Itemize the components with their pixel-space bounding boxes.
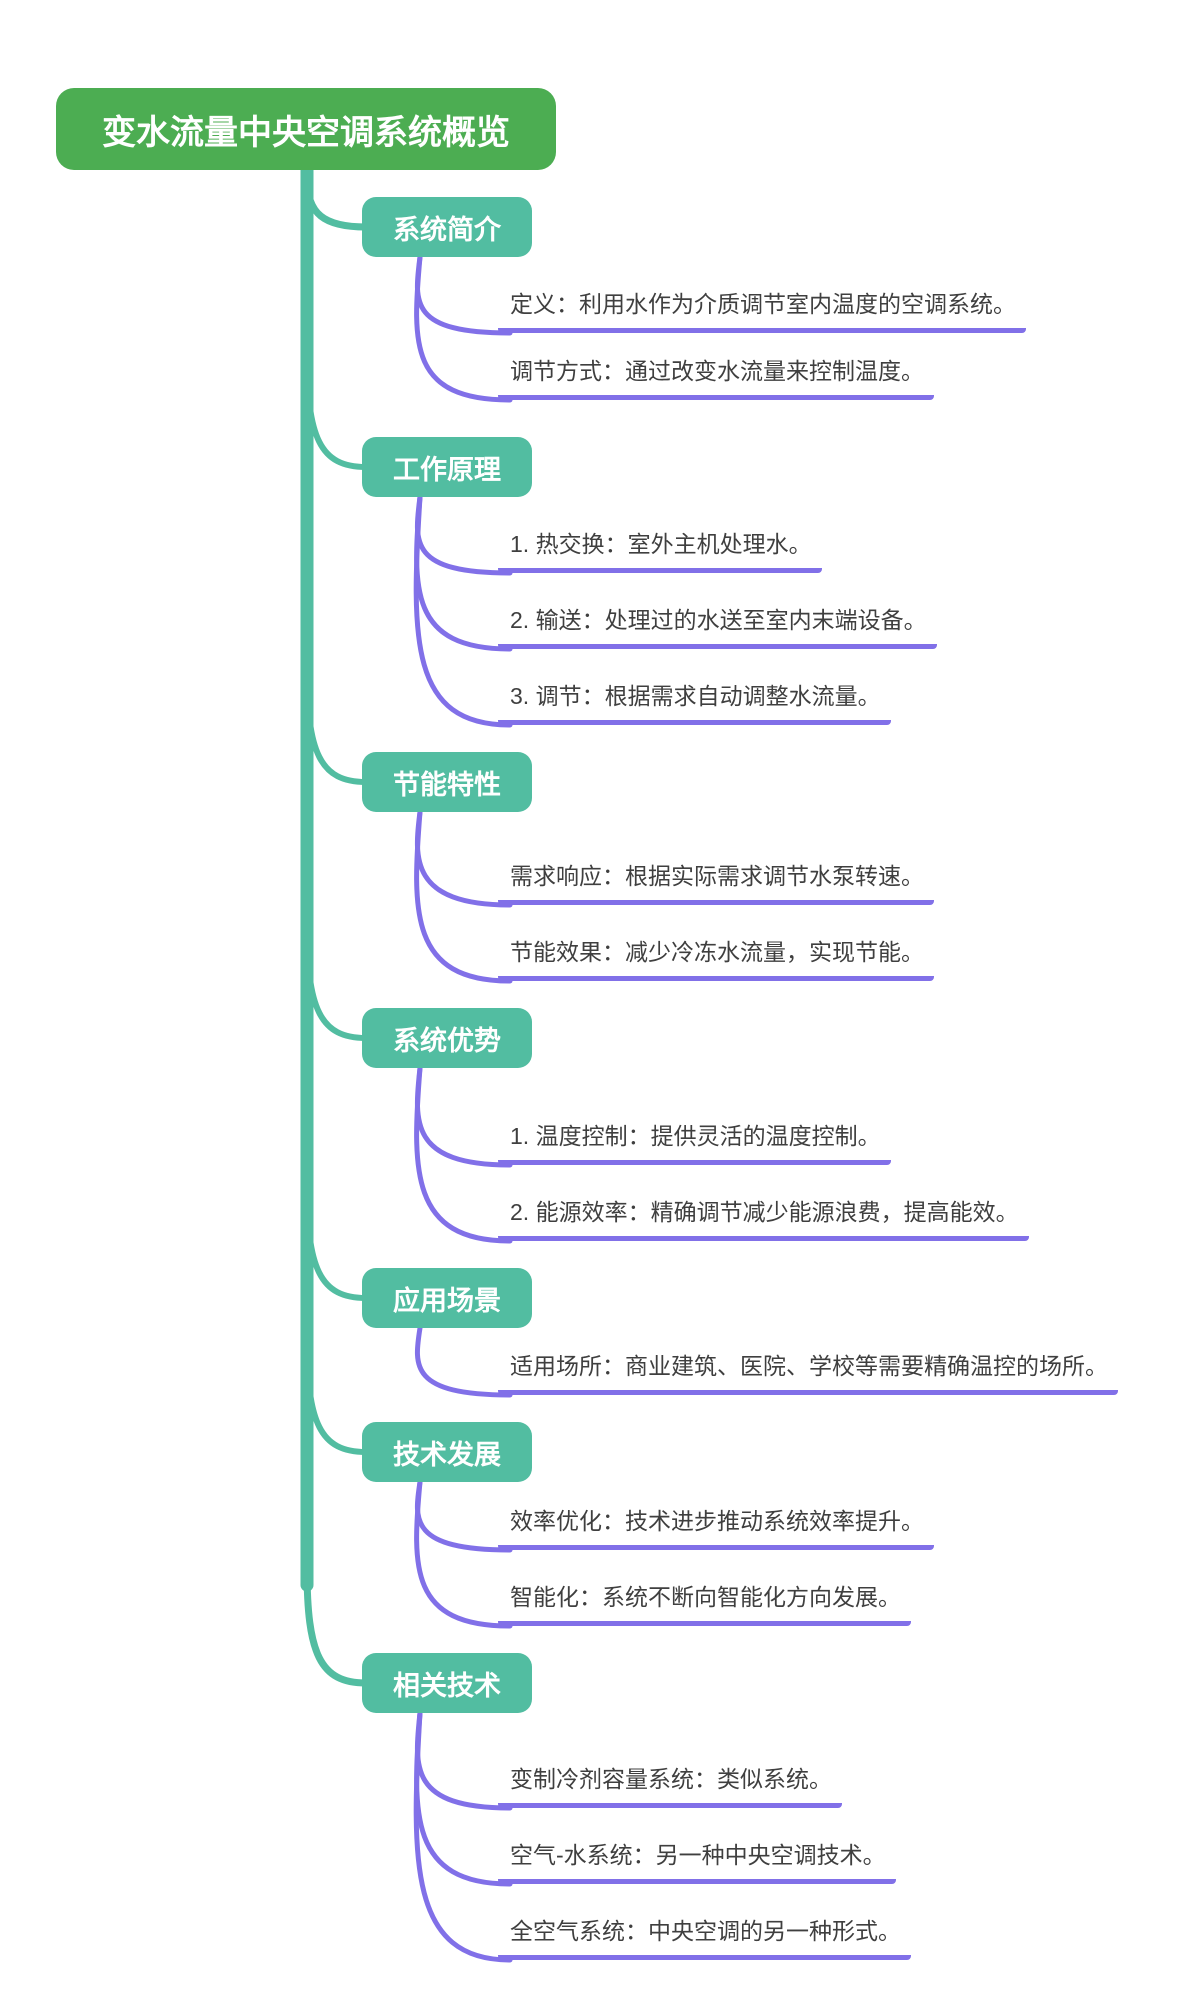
branch-connector-3 — [304, 664, 369, 785]
leaf-connector-4-2 — [414, 1065, 513, 1244]
root-node[interactable]: 变水流量中央空调系统概览 — [56, 88, 556, 170]
leaf-node[interactable]: 适用场所：商业建筑、医院、学校等需要精确温控的场所。 — [498, 1350, 1118, 1395]
leaf-connector-1-2 — [414, 254, 513, 403]
leaf-node[interactable]: 调节方式：通过改变水流量来控制温度。 — [498, 355, 934, 400]
leaf-connector-7-2 — [414, 1710, 513, 1887]
leaf-connector-3-2 — [414, 809, 513, 984]
leaf-connector-3-1 — [414, 809, 513, 908]
branch-node-energy-saving[interactable]: 节能特性 — [362, 752, 532, 812]
leaf-connector-2-1 — [414, 494, 513, 576]
leaf-connector-7-3 — [413, 1710, 513, 1963]
leaf-node[interactable]: 空气-水系统：另一种中央空调技术。 — [498, 1839, 896, 1884]
branch-connector-1 — [303, 174, 370, 231]
leaf-connector-6-1 — [414, 1479, 513, 1553]
leaf-node[interactable]: 3. 调节：根据需求自动调整水流量。 — [498, 680, 891, 725]
branch-node-system-advantages[interactable]: 系统优势 — [362, 1008, 532, 1068]
leaf-node[interactable]: 效率优化：技术进步推动系统效率提升。 — [498, 1505, 934, 1550]
leaf-node[interactable]: 节能效果：减少冷冻水流量，实现节能。 — [498, 936, 934, 981]
branch-connector-5 — [304, 1180, 369, 1301]
branch-node-technology-development[interactable]: 技术发展 — [362, 1422, 532, 1482]
branch-node-related-technologies[interactable]: 相关技术 — [362, 1653, 532, 1713]
leaf-connector-6-2 — [414, 1479, 513, 1629]
leaf-connector-1-1 — [414, 254, 513, 336]
branch-node-working-principle[interactable]: 工作原理 — [362, 437, 532, 497]
leaf-node[interactable]: 智能化：系统不断向智能化方向发展。 — [498, 1581, 911, 1626]
branch-connector-2 — [304, 349, 369, 470]
leaf-node[interactable]: 全空气系统：中央空调的另一种形式。 — [498, 1915, 911, 1960]
leaf-node[interactable]: 需求响应：根据实际需求调节水泵转速。 — [498, 860, 934, 905]
leaf-connector-4-1 — [414, 1065, 513, 1168]
leaf-connector-5-1 — [414, 1325, 513, 1398]
leaf-node[interactable]: 1. 热交换：室外主机处理水。 — [498, 528, 822, 573]
branch-node-application-scenarios[interactable]: 应用场景 — [362, 1268, 532, 1328]
leaf-node[interactable]: 定义：利用水作为介质调节室内温度的空调系统。 — [498, 288, 1026, 333]
leaf-node[interactable]: 2. 输送：处理过的水送至室内末端设备。 — [498, 604, 937, 649]
leaf-node[interactable]: 变制冷剂容量系统：类似系统。 — [498, 1763, 842, 1808]
leaf-connector-2-3 — [413, 494, 513, 728]
branch-node-system-intro[interactable]: 系统简介 — [362, 197, 532, 257]
branch-connector-6 — [304, 1334, 369, 1455]
leaf-node[interactable]: 2. 能源效率：精确调节减少能源浪费，提高能效。 — [498, 1196, 1029, 1241]
branch-connector-7 — [303, 1564, 370, 1687]
leaf-connector-7-1 — [414, 1710, 513, 1811]
leaf-connector-2-2 — [414, 494, 513, 652]
leaf-node[interactable]: 1. 温度控制：提供灵活的温度控制。 — [498, 1120, 891, 1165]
branch-connector-4 — [304, 920, 369, 1041]
